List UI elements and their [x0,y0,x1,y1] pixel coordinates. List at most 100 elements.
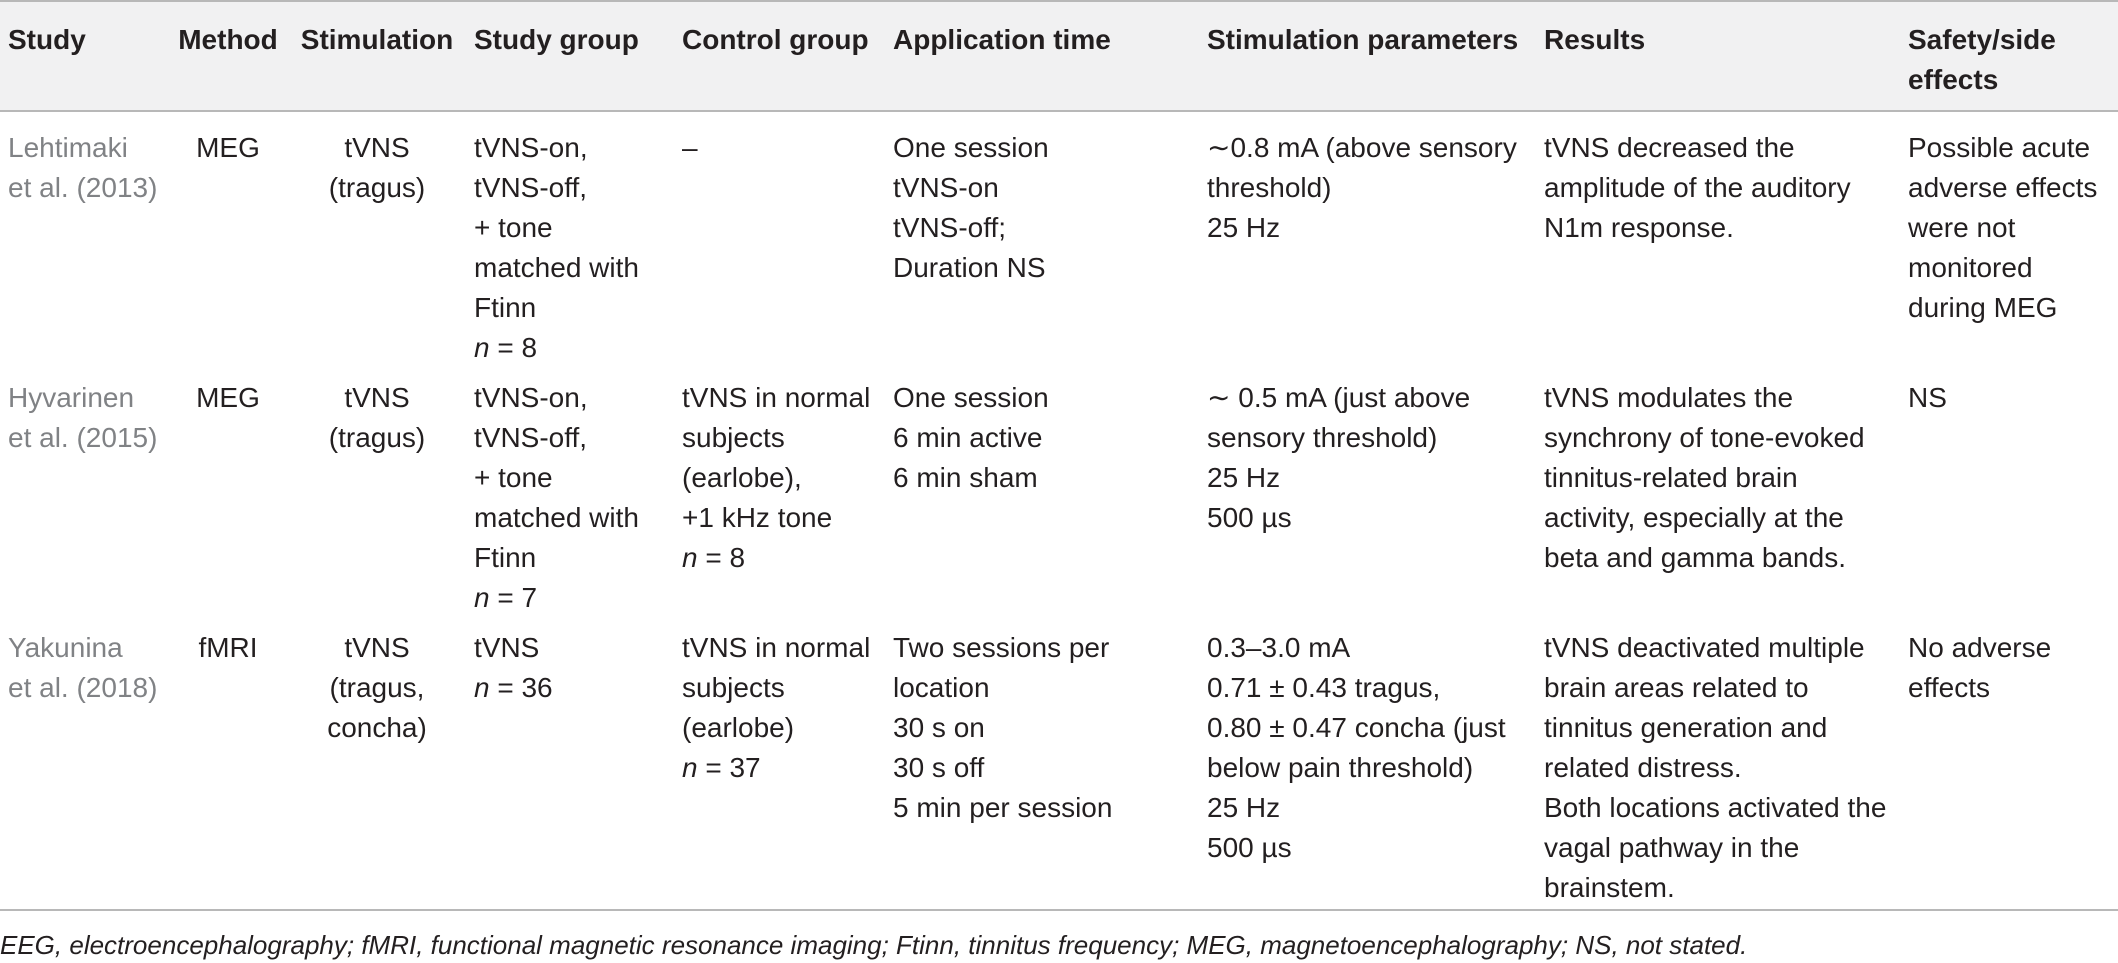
cell-stimulation-parameters-line: 0.80 ± 0.47 concha (just [1207,712,1506,743]
header-method: Method [166,0,290,112]
cell-study-group-line: tVNS-on, [474,382,588,413]
table-header-row: Study Method Stimulation Study group Con… [0,0,2118,112]
cell-stimulation-line: tVNS [344,632,410,663]
cell-application-time-line: 30 s on [893,712,985,743]
cell-results-line: N1m response. [1544,212,1734,243]
cell-study-group-sample-size: n = 7 [474,582,538,613]
cell-application-time-line: 6 min sham [893,462,1038,493]
cell-study-group-line: matched with [474,252,639,283]
cell-safety-line: monitored [1908,252,2033,283]
cell-method: fMRI [198,632,258,663]
cell-control-group-sample-size: n = 37 [682,752,761,783]
cell-application-time-line: One session [893,382,1049,413]
cell-stimulation-parameters-line: threshold) [1207,172,1332,203]
cell-control-group-line: tVNS in normal [682,382,871,413]
cell-stimulation-parameters-line: 500 µs [1207,832,1292,863]
cell-study-line: Hyvarinen [8,382,135,413]
header-study-group: Study group [464,0,680,112]
cell-stimulation-parameters-line: sensory threshold) [1207,422,1438,453]
cell-stimulation-parameters-line: 25 Hz [1207,462,1281,493]
cell-control-group-sample-size: n = 8 [682,542,746,573]
cell-results-line: tVNS decreased the [1544,132,1795,163]
cell-application-time-line: 5 min per session [893,792,1113,823]
header-control-group: Control group [680,0,893,112]
cell-control-group-line: subjects [682,422,785,453]
cell-control-group-line: tVNS in normal [682,632,871,663]
cell-results-line: brain areas related to [1544,672,1809,703]
cell-safety-line: No adverse [1908,632,2052,663]
cell-study-line: et al. (2013) [8,172,158,203]
table-row: Lehtimaki et al. (2013) MEG tVNS(tragus) tVN… [0,111,2118,374]
cell-application-time-line: Duration NS [893,252,1046,283]
cell-results-line: related distress. [1544,752,1742,783]
cell-application-time-line: Two sessions per [893,632,1110,663]
cell-method: MEG [196,382,260,413]
cell-stimulation: tVNS(tragus,concha) [290,624,464,922]
cell-application-time: Two sessions per location 30 s on 30 s off 5… [893,624,1181,922]
cell-study-group-line: tVNS [474,632,540,663]
cell-application-time-line: 30 s off [893,752,985,783]
header-stimulation: Stimulation [290,0,464,112]
cell-stimulation-parameters-line: 0.71 ± 0.43 tragus, [1207,672,1441,703]
cell-application-time-line: One session [893,132,1049,163]
cell-results-line: activity, especially at the [1544,502,1844,533]
header-safety-line: effects [1908,64,1999,95]
cell-results-line: tVNS modulates the [1544,382,1794,413]
cell-study-group-line: matched with [474,502,639,533]
cell-results-line: tVNS deactivated multiple [1544,632,1865,663]
cell-application-time-line: 6 min active [893,422,1043,453]
cell-stimulation-line: (tragus) [328,172,426,203]
cell-stimulation-parameters-line: 500 µs [1207,502,1292,533]
cell-safety: NS [1908,374,2118,624]
cell-stimulation: tVNS (tragus) [290,374,464,624]
cell-results-line: tinnitus generation and [1544,712,1828,743]
cell-stimulation: tVNS(tragus) [290,111,464,374]
cell-stimulation-line: (tragus) [328,422,426,453]
cell-stimulation-parameters-line: 25 Hz [1207,792,1281,823]
cell-results: tVNS decreased the amplitude of the audit… [1544,111,1908,374]
cell-control-group: – [680,111,893,374]
cell-stimulation-parameters-line: 25 Hz [1207,212,1281,243]
cell-method: MEG [196,132,260,163]
cell-results-line: Both locations activated the [1544,792,1887,823]
table-footnote: EEG, electroencephalography; fMRI, funct… [0,909,2118,963]
cell-safety-line: NS [1908,382,1947,413]
cell-safety-line: effects [1908,672,1990,703]
header-safety-line: Safety/side [1908,24,2056,55]
cell-stimulation-parameters-line: below pain threshold) [1207,752,1474,783]
cell-application-time-line: tVNS-off; [893,212,1007,243]
cell-study: Hyvarinen et al. (2015) [0,374,166,624]
cell-stimulation-line: tVNS [344,382,410,413]
cell-study-line: Lehtimaki [8,132,128,163]
cell-safety: No adverse effects [1908,624,2118,922]
cell-control-group-line: (earlobe), [682,462,802,493]
header-results: Results [1544,0,1908,112]
header-safety: Safety/side effects [1908,0,2118,112]
cell-results-line: beta and gamma bands. [1544,542,1846,573]
cell-stimulation-line: (tragus, [329,672,425,703]
cell-study-group-line: tVNS-on, [474,132,588,163]
cell-safety-line: were not [1908,212,2016,243]
study-table: Study Method Stimulation Study group Con… [0,0,2118,922]
cell-study-group-line: tVNS-off, [474,172,588,203]
header-study: Study [0,0,166,112]
cell-results-line: synchrony of tone-evoked [1544,422,1865,453]
cell-study-group-line: Ftinn [474,542,537,573]
cell-study: Lehtimaki et al. (2013) [0,111,166,374]
cell-results-line: amplitude of the auditory [1544,172,1851,203]
cell-study-line: et al. (2015) [8,422,158,453]
header-application-time: Application time [893,0,1181,112]
cell-study-group-line: tVNS-off, [474,422,588,453]
cell-study-line: Yakunina [8,632,123,663]
cell-application-time-line: location [893,672,990,703]
cell-results: tVNS modulates the synchrony of tone-evok… [1544,374,1908,624]
